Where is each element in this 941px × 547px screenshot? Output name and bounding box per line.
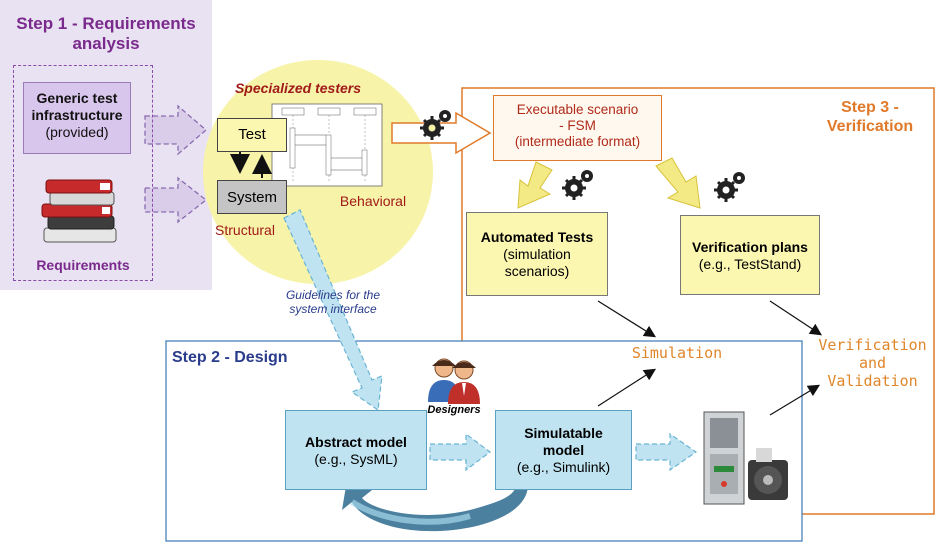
step3-title-line1: Step 3 - xyxy=(841,99,899,116)
generic-title-line2: infrastructure xyxy=(31,106,123,123)
executable-scenario-box xyxy=(493,95,662,161)
automated-to-simulation-arrow xyxy=(597,300,657,338)
verification-validation-label: Verification and Validation xyxy=(810,336,935,390)
executable-to-automated-arrow xyxy=(517,161,553,209)
executable-line1: Executable scenario xyxy=(516,102,639,117)
gears-icon xyxy=(562,170,593,200)
abstract-title: Abstract model xyxy=(305,434,407,450)
books-icon xyxy=(41,179,117,243)
testers-to-executable-arrow xyxy=(391,111,492,155)
automated-line1: (simulation xyxy=(503,245,571,262)
plans-title: Verification plans xyxy=(692,239,808,255)
generic-to-test-arrow xyxy=(144,104,207,156)
system-box xyxy=(217,180,287,214)
simulatable-title-line2: model xyxy=(542,441,585,458)
test-label: Test xyxy=(238,126,266,143)
simulatable-model-box xyxy=(495,410,632,490)
abstract-model-label: Abstract model (e.g., SysML) xyxy=(285,434,427,468)
guidelines-label: Guidelines for the system interface xyxy=(258,288,408,317)
system-label: System xyxy=(226,189,277,206)
guidelines-line2: system interface xyxy=(289,302,377,317)
gears-icon xyxy=(714,172,745,202)
plans-to-vv-arrow xyxy=(769,300,823,336)
gears-icon xyxy=(420,110,451,140)
verification-plans-box xyxy=(680,215,820,295)
guidelines-line1: Guidelines for the xyxy=(285,288,381,302)
behavioral-label: Behavioral xyxy=(339,193,407,209)
abstract-to-simulatable-arrow xyxy=(429,432,491,472)
sequence-diagram-thumbnail xyxy=(271,103,383,187)
verification-plans-label: Verification plans (e.g., TestStand) xyxy=(680,239,820,273)
executable-scenario-label: Executable scenario - FSM (intermediate … xyxy=(493,102,662,151)
simulatable-title-line1: Simulatable xyxy=(524,425,603,441)
vv-line2: and xyxy=(858,354,887,372)
step2-title: Step 2 - Design xyxy=(172,349,288,366)
specialized-testers-title: Specialized testers xyxy=(234,80,362,96)
plans-subtitle: (e.g., TestStand) xyxy=(698,255,802,272)
simulatable-subtitle: (e.g., Simulink) xyxy=(516,458,611,475)
requirements-label: Requirements xyxy=(36,257,130,273)
automated-tests-label: Automated Tests (simulation scenarios) xyxy=(466,229,608,279)
requirements-to-system-arrow xyxy=(144,176,208,224)
automated-title: Automated Tests xyxy=(480,229,594,245)
step1-title: Step 1 - Requirements analysis xyxy=(0,14,212,55)
step1-title-line1: Step 1 - Requirements xyxy=(16,14,196,33)
generic-infrastructure-label: Generic test infrastructure (provided) xyxy=(23,90,131,140)
automated-tests-box xyxy=(466,212,608,296)
abstract-model-box xyxy=(285,410,427,490)
generic-subtitle: (provided) xyxy=(45,123,109,140)
executable-to-plans-arrow xyxy=(655,157,701,209)
designers-label: Designers xyxy=(427,404,481,416)
step1-dashed-frame xyxy=(13,65,153,281)
step3-title-line2: Verification xyxy=(826,118,914,136)
executable-line2: - FSM xyxy=(559,118,596,134)
structural-label: Structural xyxy=(215,222,275,238)
test-system-arrows xyxy=(230,152,272,178)
simulatable-to-hardware-arrow xyxy=(635,432,698,472)
hardware-to-vv-arrow xyxy=(769,384,821,416)
test-box xyxy=(217,118,287,152)
simulatable-to-simulation-arrow xyxy=(597,368,657,407)
vv-line3: Validation xyxy=(827,372,918,390)
vv-line1: Verification xyxy=(818,336,927,354)
guidelines-arrow xyxy=(283,209,383,412)
executable-line3: (intermediate format) xyxy=(514,134,641,150)
hardware-icon xyxy=(703,411,788,505)
designers-icon xyxy=(428,358,480,404)
abstract-subtitle: (e.g., SysML) xyxy=(314,450,398,467)
step3-title: Step 3 - Verification xyxy=(800,98,940,136)
step1-title-line2: analysis xyxy=(72,34,140,54)
automated-line2: scenarios) xyxy=(504,262,570,279)
simulatable-model-label: Simulatable model (e.g., Simulink) xyxy=(495,425,632,475)
generic-infrastructure-box xyxy=(23,82,131,154)
generic-title-line1: Generic test xyxy=(36,90,118,106)
simulation-label: Simulation xyxy=(631,344,723,362)
